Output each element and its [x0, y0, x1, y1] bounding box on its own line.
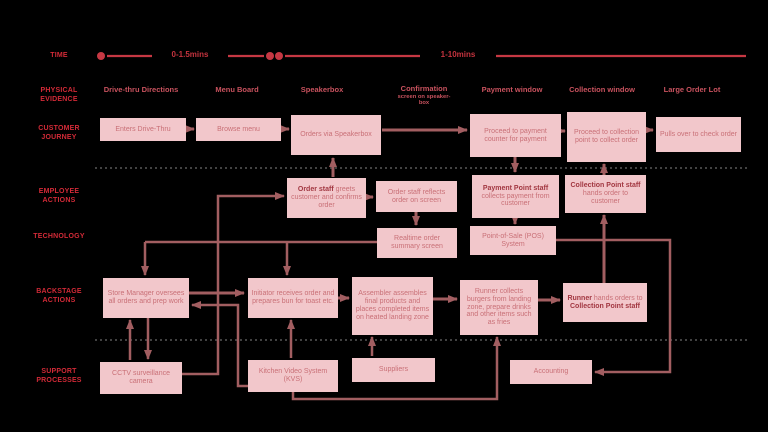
- timeline-mid-dot-1: [266, 52, 274, 60]
- support-box-suppliers: Suppliers: [352, 358, 435, 382]
- employee-box-order-staff-reflects: Order staff reflects order on screen: [376, 181, 457, 212]
- technology-box-realtime-order-screen: Realtime order summary screen: [377, 228, 457, 258]
- employee-box-order-staff-greets: Order staff greets customer and confirms…: [287, 178, 366, 218]
- timeline: [97, 52, 746, 60]
- column-header-large-order-lot: Large Order Lot: [663, 85, 721, 94]
- journey-box-proceed-to-collection: Proceed to collection point to collect o…: [567, 112, 646, 162]
- support-box-kvs: Kitchen Video System (KVS): [248, 360, 338, 392]
- timeline-segment2-label: 1-10mins: [420, 50, 496, 59]
- employee-box-collection-point-staff: Collection Point staff hands order to cu…: [565, 175, 646, 213]
- arrow-pos-to-accounting: [556, 238, 672, 376]
- column-header-collection-window: Collection window: [569, 85, 635, 94]
- row-label-technology: TECHNOLOGY: [33, 233, 85, 240]
- timeline-start-dot: [97, 52, 105, 60]
- journey-box-enters-drive-thru: Enters Drive-Thru: [100, 118, 186, 141]
- support-box-accounting: Accounting: [510, 360, 592, 384]
- backstage-box-store-manager: Store Manager oversees all orders and pr…: [103, 278, 189, 318]
- backstage-box-runner-hands: Runner hands orders to Collection Point …: [563, 283, 647, 322]
- timeline-mid-dot-2: [275, 52, 283, 60]
- technology-box-pos-system: Point-of-Sale (POS) System: [470, 226, 556, 255]
- column-header-confirmation-screen: Confirmation screen on speaker- box: [397, 84, 451, 106]
- column-header-payment-window: Payment window: [481, 85, 543, 94]
- journey-box-orders-via-speakerbox: Orders via Speakerbox: [291, 115, 381, 155]
- column-header-drive-thru-directions: Drive-thru Directions: [103, 85, 179, 94]
- journey-box-browse-menu: Browse menu: [196, 118, 281, 141]
- column-header-speakerbox: Speakerbox: [300, 85, 344, 94]
- column-header-menu-board: Menu Board: [215, 85, 259, 94]
- backstage-box-assembler: Assembler assembles final products and p…: [352, 277, 433, 335]
- arrow-kvs-to-runner: [291, 336, 501, 401]
- backstage-box-runner-collects: Runner collects burgers from landing zon…: [460, 280, 538, 335]
- arrow-kvs-to-storemanager: [191, 301, 248, 388]
- employee-box-payment-point-staff: Payment Point staff collects payment fro…: [472, 175, 559, 218]
- arrow-cctv-to-orderstaff: [182, 192, 285, 376]
- support-box-cctv: CCTV surveillance camera: [100, 362, 182, 394]
- timeline-segment1-label: 0-1.5mins: [152, 50, 228, 59]
- journey-box-proceed-to-payment: Proceed to payment counter for payment: [470, 114, 561, 157]
- journey-box-pulls-over: Pulls over to check order: [656, 117, 741, 152]
- backstage-box-initiator: Initiator receives order and prepares bu…: [248, 278, 338, 318]
- row-label-time: TIME: [50, 52, 68, 59]
